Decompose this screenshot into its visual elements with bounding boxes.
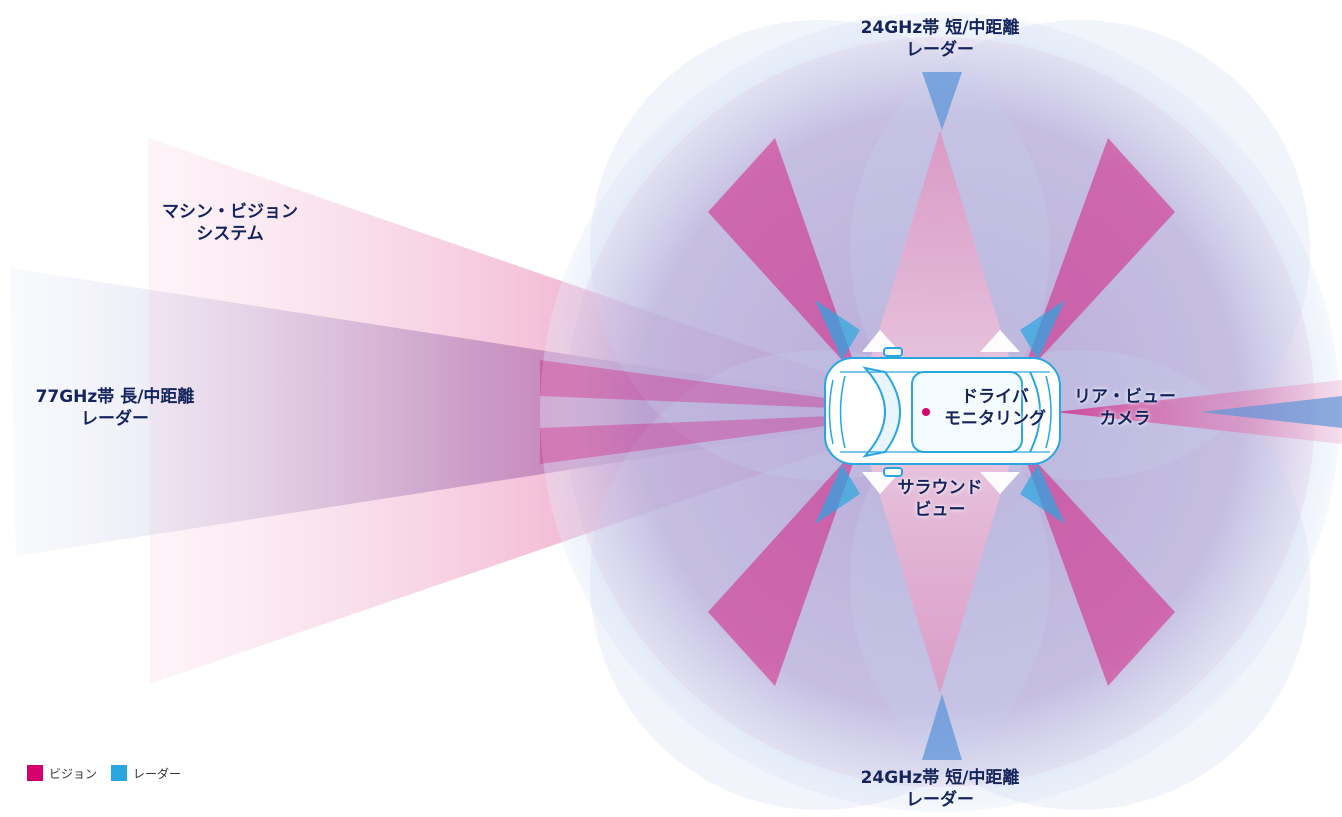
surround-cone-bottom	[870, 464, 1010, 694]
legend-item-vision: ビジョン	[27, 765, 97, 782]
label-driver-monitoring: ドライバ モニタリング	[930, 386, 1060, 430]
label-rear-view-line2: カメラ	[1099, 409, 1151, 429]
blind-zone-rr	[980, 472, 1020, 494]
blind-zone-rl	[862, 472, 900, 494]
label-surround-view: サラウンド ビュー	[880, 477, 1000, 521]
label-radar-long-line1: 77GHz帯 長/中距離	[35, 387, 195, 407]
vehicle-rear-window	[1029, 371, 1041, 453]
label-driver-monitoring-line1: ドライバ	[961, 387, 1029, 407]
label-radar-short-top-line1: 24GHz帯 短/中距離	[860, 18, 1020, 38]
blind-zone-fr	[980, 330, 1020, 352]
label-surround-view-line2: ビュー	[914, 500, 966, 520]
label-radar-short-bottom-line1: 24GHz帯 短/中距離	[860, 768, 1020, 788]
label-radar-short-bottom-line2: レーダー	[906, 790, 974, 810]
radar-corner-beam-fl	[815, 300, 860, 360]
rear-view-camera-beam	[1055, 380, 1342, 444]
legend: ビジョン レーダー	[27, 764, 195, 782]
label-radar-long: 77GHz帯 長/中距離 レーダー	[0, 386, 230, 430]
legend-item-radar: レーダー	[111, 765, 181, 782]
legend-swatch-vision	[27, 765, 43, 781]
label-radar-short-top: 24GHz帯 短/中距離 レーダー	[830, 17, 1050, 61]
radar-corner-beam-rl	[815, 464, 860, 524]
label-machine-vision-line2: システム	[196, 224, 264, 244]
radar-short-beam-bottom	[922, 694, 962, 760]
label-radar-short-top-line2: レーダー	[906, 40, 974, 60]
label-surround-view-line1: サラウンド	[897, 478, 983, 498]
surround-cone-rear-left	[708, 444, 860, 686]
rear-radar-beam	[1200, 396, 1342, 428]
label-rear-view-line1: リア・ビュー	[1074, 387, 1176, 407]
radar-corner-beam-rr	[1020, 464, 1065, 524]
surround-cone-rear-right	[1020, 444, 1175, 686]
surround-cone-front-left	[708, 138, 860, 380]
label-driver-monitoring-line2: モニタリング	[944, 409, 1046, 429]
surround-cone-front-right	[1020, 138, 1175, 380]
vehicle-windshield	[862, 366, 901, 458]
label-radar-long-line2: レーダー	[81, 409, 149, 429]
legend-label-radar: レーダー	[133, 766, 182, 781]
label-radar-short-bottom: 24GHz帯 短/中距離 レーダー	[830, 767, 1050, 811]
legend-swatch-radar	[111, 765, 128, 781]
vehicle-top-view	[824, 347, 1061, 477]
radar-corner-beam-fr	[1020, 300, 1065, 360]
vehicle-mirror-right	[883, 467, 903, 477]
legend-label-vision: ビジョン	[49, 766, 98, 781]
vehicle-mirror-left	[883, 347, 903, 357]
surround-cone-top	[870, 130, 1010, 360]
label-rear-view: リア・ビュー カメラ	[1060, 386, 1190, 430]
driver-monitoring-camera-dot	[922, 408, 930, 416]
label-machine-vision-line1: マシン・ビジョン	[162, 202, 298, 222]
label-machine-vision: マシン・ビジョン システム	[120, 201, 340, 245]
blind-zone-fl	[862, 330, 900, 352]
radar-short-beam-top	[922, 72, 962, 130]
